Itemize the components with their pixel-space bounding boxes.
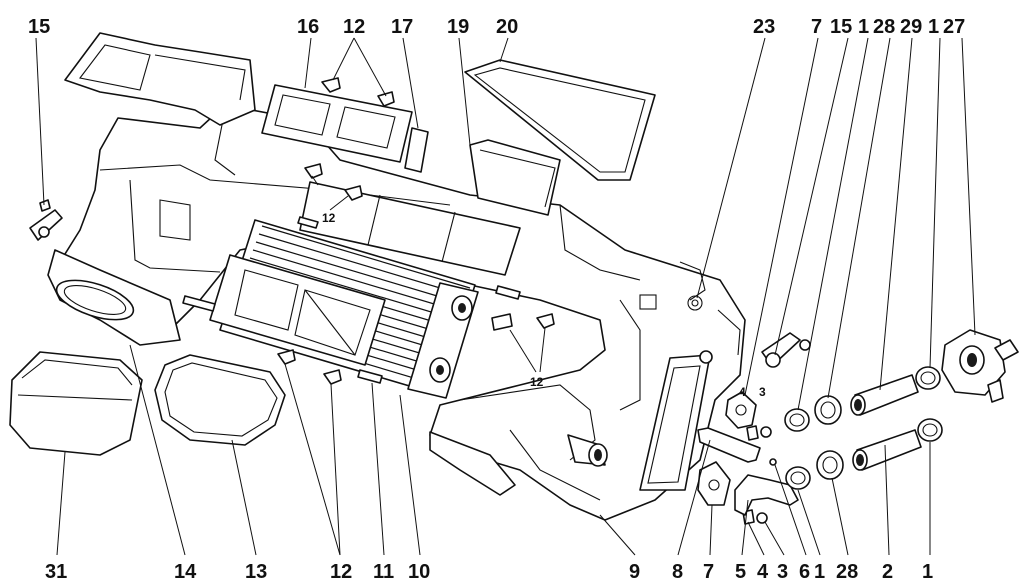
callout-1-d: 1 — [922, 561, 933, 583]
gasket-frame-20 — [464, 59, 656, 181]
bottom-callouts: 31 14 13 12 11 10 9 8 7 5 4 3 6 1 28 2 1 — [45, 561, 933, 583]
filter-31 — [9, 351, 143, 456]
callout-12: 12 — [343, 16, 365, 38]
callout-10: 10 — [408, 561, 430, 583]
callout-29: 29 — [900, 16, 922, 38]
callout-20: 20 — [496, 16, 518, 38]
callout-13: 13 — [245, 561, 267, 583]
callout-1-b: 1 — [928, 16, 939, 38]
callout-28: 28 — [873, 16, 895, 38]
callout-15: 15 — [28, 16, 50, 38]
callout-1-a: 1 — [858, 16, 869, 38]
flap-panel — [299, 181, 521, 276]
inline-callouts: 12 12 4 3 — [322, 211, 766, 399]
callout-12-inline-a: 12 — [322, 211, 336, 225]
upper-air-box — [64, 32, 256, 126]
callout-8: 8 — [672, 561, 683, 583]
callout-2: 2 — [882, 561, 893, 583]
callout-11: 11 — [373, 561, 394, 583]
callout-5: 5 — [735, 561, 746, 583]
callout-14: 14 — [174, 561, 197, 583]
filter-16 — [261, 84, 413, 163]
callout-15-right: 15 — [830, 16, 852, 38]
callout-1-c: 1 — [814, 561, 825, 583]
callout-4-inline: 4 — [739, 385, 746, 399]
heater-core — [209, 219, 479, 399]
callout-12-inline-b: 12 — [530, 375, 544, 389]
clips-12 — [277, 77, 555, 385]
callout-23: 23 — [753, 16, 775, 38]
panel-9 — [639, 350, 713, 491]
callout-3-inline: 3 — [759, 385, 766, 399]
callout-16: 16 — [297, 16, 319, 38]
right-small-parts — [697, 329, 1019, 525]
callout-19: 19 — [447, 16, 469, 38]
callout-6: 6 — [799, 561, 810, 583]
threaded-rods — [182, 216, 521, 384]
bracket-15-left — [29, 199, 63, 241]
callout-28-bottom: 28 — [836, 561, 858, 583]
seal-ring-13 — [154, 354, 286, 446]
callout-4: 4 — [757, 561, 769, 583]
heater-housing — [54, 104, 746, 521]
seal-17 — [404, 127, 429, 173]
callout-31: 31 — [45, 561, 67, 583]
callout-27: 27 — [943, 16, 965, 38]
callout-7: 7 — [811, 16, 822, 38]
callout-12-bottom: 12 — [330, 561, 352, 583]
leader-lines — [35, 37, 976, 556]
callout-17: 17 — [391, 16, 413, 38]
top-callouts: 15 16 12 17 19 20 23 7 15 1 28 29 1 27 — [28, 16, 965, 38]
duct-14 — [47, 249, 181, 346]
callout-9: 9 — [629, 561, 640, 583]
cover-19 — [469, 139, 561, 216]
callout-7-bottom: 7 — [703, 561, 714, 583]
callout-3: 3 — [777, 561, 788, 583]
